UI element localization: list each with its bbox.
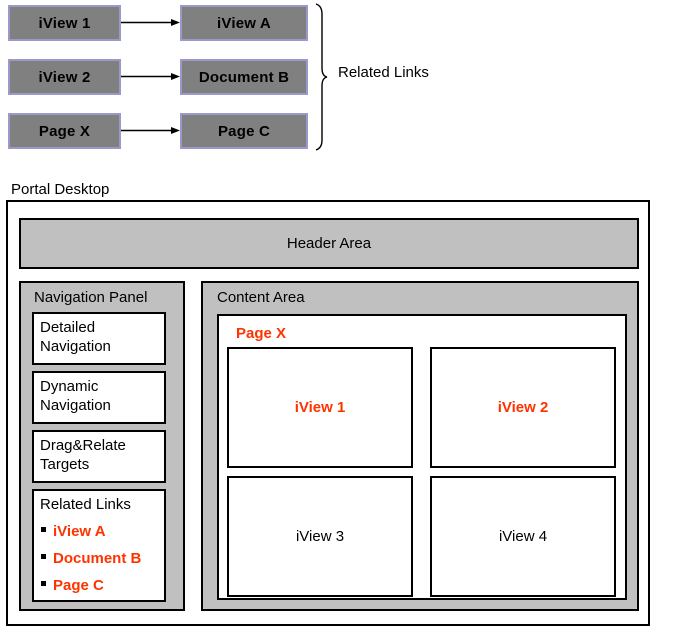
relation-target-box-2[interactable]: Document B [180, 59, 308, 95]
header-area-label: Header Area [286, 235, 372, 252]
iview-box-2[interactable]: iView 2 [430, 347, 616, 468]
related-links-group-label: Related Links [338, 64, 429, 81]
bullet-icon [41, 581, 46, 586]
bullet-icon [41, 554, 46, 559]
nav-box-line-2: Navigation [40, 338, 111, 355]
iview-label: iView 1 [294, 399, 346, 416]
page-frame: Page X iView 1 iView 2 iView 3 iView 4 [217, 314, 627, 600]
related-link-item[interactable]: Page C [40, 576, 164, 595]
iview-box-3[interactable]: iView 3 [227, 476, 413, 597]
arrow-right-icon [121, 73, 180, 80]
related-link-label: Page C [53, 577, 104, 594]
content-area: Content Area Page X iView 1 iView 2 iVie… [201, 281, 639, 611]
nav-box-related-links: Related Links iView A Document B Page C [32, 489, 166, 602]
relation-source-box-3[interactable]: Page X [8, 113, 121, 149]
nav-box-detailed-navigation[interactable]: Detailed Navigation [32, 312, 166, 365]
iview-box-4[interactable]: iView 4 [430, 476, 616, 597]
nav-box-line-1: Dynamic [40, 378, 99, 395]
relation-target-label: Document B [198, 68, 290, 86]
related-links-title: Related Links [40, 496, 131, 513]
iview-box-1[interactable]: iView 1 [227, 347, 413, 468]
content-area-title: Content Area [217, 289, 305, 306]
relation-target-label: Page C [217, 122, 271, 140]
nav-box-dynamic-navigation[interactable]: Dynamic Navigation [32, 371, 166, 424]
relation-source-label: Page X [38, 122, 91, 140]
header-area: Header Area [19, 218, 639, 269]
relation-source-box-2[interactable]: iView 2 [8, 59, 121, 95]
nav-box-line-1: Drag&Relate [40, 437, 126, 454]
arrow-right-icon [121, 127, 180, 134]
relation-target-box-3[interactable]: Page C [180, 113, 308, 149]
nav-box-drag-and-relate-targets[interactable]: Drag&Relate Targets [32, 430, 166, 483]
relation-target-label: iView A [217, 14, 271, 32]
iview-label: iView 3 [295, 528, 345, 545]
curly-brace-icon [315, 3, 328, 151]
iview-label: iView 4 [498, 528, 548, 545]
arrow-right-icon [121, 19, 180, 26]
relation-source-label: iView 1 [38, 14, 91, 32]
related-link-item[interactable]: iView A [40, 522, 164, 541]
related-links-list: iView A Document B Page C [40, 522, 164, 595]
related-link-label: Document B [53, 550, 142, 567]
related-link-label: iView A [53, 523, 106, 540]
relation-diagram: iView 1 iView A iView 2 Document B Page … [0, 0, 684, 165]
relation-source-label: iView 2 [38, 68, 91, 86]
portal-desktop-frame: Header Area Navigation Panel Detailed Na… [6, 200, 650, 626]
iview-label: iView 2 [497, 399, 549, 416]
nav-box-line-1: Detailed [40, 319, 96, 336]
navigation-panel: Navigation Panel Detailed Navigation Dyn… [19, 281, 185, 611]
portal-desktop-label: Portal Desktop [11, 181, 110, 198]
relation-source-box-1[interactable]: iView 1 [8, 5, 121, 41]
navigation-panel-title: Navigation Panel [34, 289, 148, 306]
related-link-item[interactable]: Document B [40, 549, 164, 568]
page-title: Page X [236, 325, 287, 342]
nav-box-line-2: Targets [40, 456, 90, 473]
nav-box-line-2: Navigation [40, 397, 111, 414]
relation-target-box-1[interactable]: iView A [180, 5, 308, 41]
bullet-icon [41, 527, 46, 532]
